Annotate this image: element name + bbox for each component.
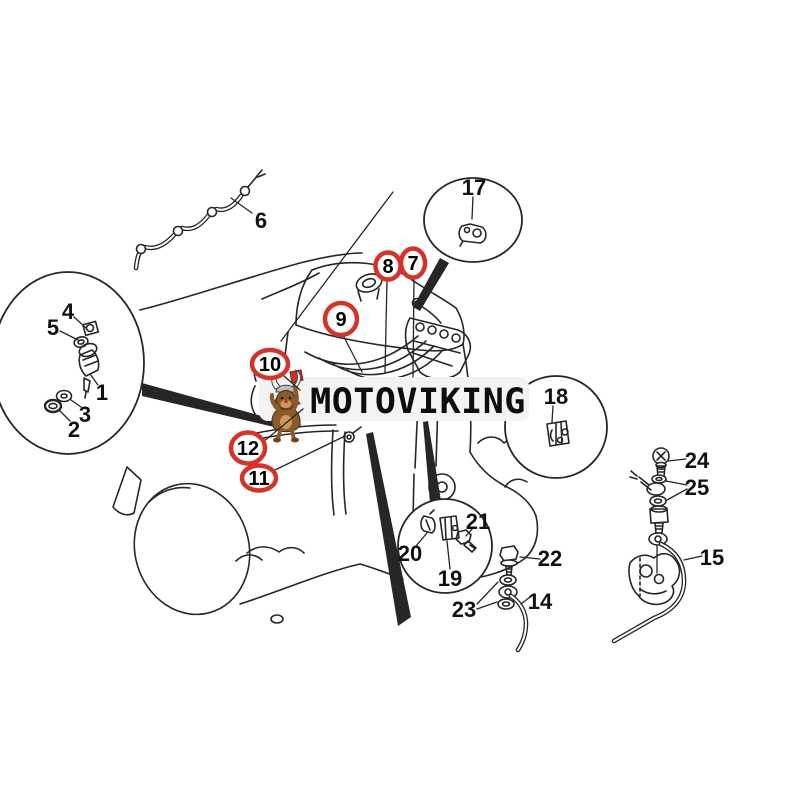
highlighted-callouts: 7 8 9 10 11 12 (228, 246, 428, 493)
callout-number-9: 9 (335, 309, 346, 331)
part-label-4: 4 (62, 299, 75, 324)
part-label-15: 15 (700, 545, 724, 570)
part-label-23: 23 (452, 597, 476, 622)
callout-number-8: 8 (382, 256, 393, 278)
part-label-14: 14 (528, 589, 553, 614)
part-label-5: 5 (47, 315, 59, 340)
highlight-oval-10 (249, 347, 291, 381)
highlight-oval-8 (373, 250, 403, 282)
part-label-20: 20 (398, 541, 422, 566)
detail-circle-19-20-21 (397, 498, 493, 594)
detail-circle-injector (0, 271, 145, 455)
part-label-1: 1 (96, 380, 108, 405)
part-label-22: 22 (538, 546, 562, 571)
part-label-21: 21 (466, 509, 490, 534)
detail-circle-17 (423, 177, 523, 263)
watermark-background (259, 377, 529, 421)
watermark: MOTOVIKING (259, 368, 529, 443)
part-label-24: 24 (685, 448, 710, 473)
zoom-leader-wedges (142, 191, 449, 626)
detail-circle-18 (504, 375, 608, 479)
viking-mascot-icon (269, 368, 304, 443)
part-label-6: 6 (255, 208, 267, 233)
part-label-19: 19 (438, 566, 462, 591)
part-label-2: 2 (68, 417, 80, 442)
part-label-3: 3 (79, 402, 91, 427)
highlight-oval-12 (228, 430, 268, 466)
part-label-17: 17 (462, 175, 486, 200)
callout-number-11: 11 (248, 468, 269, 490)
part-6-leak-off-pipe (133, 169, 266, 271)
highlight-oval-11 (239, 463, 279, 493)
highlight-oval-9 (322, 300, 360, 338)
engine-drawing (112, 252, 681, 624)
brand-text: MOTOVIKING (310, 382, 526, 422)
callout-number-12: 12 (237, 438, 259, 460)
part-label-25: 25 (685, 475, 709, 500)
group-24-25-15 (611, 447, 703, 644)
callout-number-7: 7 (407, 253, 418, 275)
part-labels: 1 2 3 4 5 6 14 15 17 18 19 20 21 22 23 2… (47, 175, 724, 622)
callout-number-10: 10 (259, 354, 281, 376)
part-label-18: 18 (544, 384, 568, 409)
group-22-23-14 (476, 545, 541, 653)
